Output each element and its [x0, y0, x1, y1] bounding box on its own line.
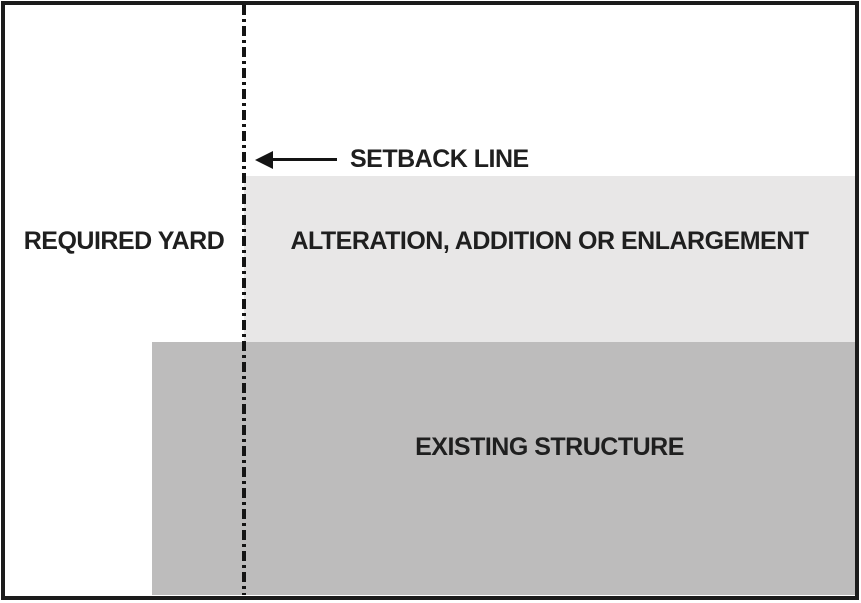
- setback-line-label: SETBACK LINE: [350, 145, 529, 173]
- existing-structure-region: [152, 342, 855, 595]
- alteration-region: [244, 176, 855, 342]
- required-yard-label: REQUIRED YARD: [23, 227, 225, 255]
- arrow-shaft: [271, 158, 337, 161]
- existing-structure-label: EXISTING STRUCTURE: [415, 433, 684, 461]
- setback-line: [242, 5, 246, 595]
- left-arrow-icon: [255, 151, 273, 169]
- alteration-label: ALTERATION, ADDITION OR ENLARGEMENT: [290, 227, 809, 255]
